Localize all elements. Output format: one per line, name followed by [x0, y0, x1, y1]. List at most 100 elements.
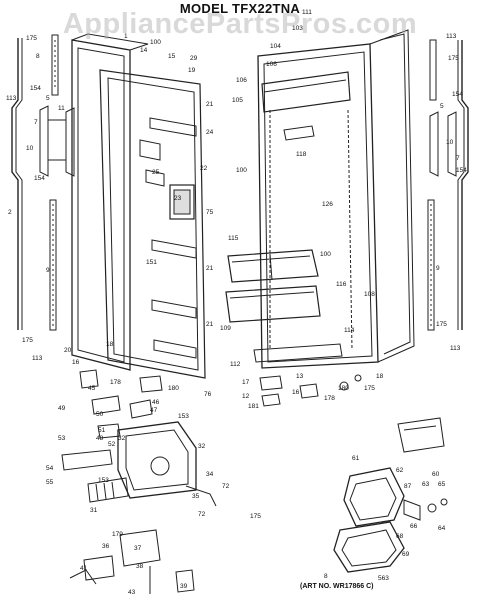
door-top-cover [261, 71, 351, 113]
part-label: 115 [228, 235, 239, 242]
dairy-compartment [283, 125, 315, 141]
part-label: 39 [180, 583, 188, 590]
part-label: 32 [118, 435, 126, 442]
part-label: 72 [198, 511, 206, 518]
part-label: 68 [396, 533, 404, 540]
part-label: 18 [376, 373, 384, 380]
part-label: 11 [58, 105, 65, 112]
part-label: 25 [152, 169, 160, 176]
part-label: 7 [34, 119, 38, 126]
part-label: 29 [190, 55, 198, 62]
part-label: 10 [26, 145, 34, 152]
freezer-door-liner [99, 69, 206, 379]
door-trim-top-left [51, 34, 59, 96]
part-label: 31 [90, 507, 98, 514]
part-label: 19 [188, 67, 196, 74]
part-label: 23 [174, 195, 182, 202]
part-label: 62 [396, 467, 404, 474]
grille [87, 477, 129, 503]
part-label: 21 [206, 321, 214, 328]
part-label: 106 [266, 61, 277, 68]
part-label: 37 [134, 545, 142, 552]
part-label: 48 [96, 435, 104, 442]
part-label: 118 [296, 151, 307, 158]
part-label: 153 [178, 413, 189, 420]
part-label: 46 [152, 399, 160, 406]
diagram-title: MODEL TFX22TNA [179, 1, 301, 16]
part-label: 8 [36, 53, 40, 60]
part-label: 38 [136, 563, 144, 570]
part-label: 32 [198, 443, 206, 450]
part-label: 54 [46, 465, 54, 472]
door-handle-left [39, 105, 49, 177]
drip-tray [61, 449, 113, 471]
part-label: 21 [206, 265, 214, 272]
part-label: 9 [46, 267, 50, 274]
part-label: 9 [436, 265, 440, 272]
part-label: 36 [102, 543, 110, 550]
part-label: 179 [112, 531, 123, 538]
part-label: 114 [344, 327, 355, 334]
door-shelf-2 [151, 239, 197, 259]
part-label: 35 [192, 493, 200, 500]
part-label: 175 [250, 513, 261, 520]
part-label: 113 [6, 95, 17, 102]
part-label: 52 [108, 441, 116, 448]
part-label: 50 [96, 411, 104, 418]
door-trim-top-right [429, 39, 437, 101]
door-trim-strip-right [427, 199, 435, 331]
door-trim-strip-left [49, 199, 57, 331]
part-label: 22 [200, 165, 208, 172]
part-label: 20 [64, 347, 72, 354]
part-label: 154 [34, 175, 45, 182]
part-label: 15 [168, 53, 176, 60]
part-label: 113 [446, 33, 457, 40]
part-label: 61 [352, 455, 360, 462]
part-label: 65 [438, 481, 446, 488]
part-label: 10 [446, 139, 454, 146]
part-label: 100 [320, 251, 331, 258]
part-label: 111 [302, 9, 312, 16]
part-label: 53 [58, 435, 66, 442]
part-label: 154 [456, 167, 467, 174]
part-label: 13 [296, 373, 304, 380]
part-label: 100 [236, 167, 247, 174]
part-label: 49 [58, 405, 66, 412]
part-label: 5 [46, 95, 50, 102]
part-label: 64 [438, 525, 446, 532]
part-label: 175 [448, 55, 459, 62]
part-label: 103 [292, 25, 303, 32]
part-label: 34 [206, 471, 214, 478]
door-bin-upper [227, 249, 319, 283]
part-label: 180 [338, 385, 349, 392]
linkage-bracket [119, 529, 161, 567]
part-label: 175 [26, 35, 37, 42]
part-label: 5 [440, 103, 444, 110]
part-label: 153 [98, 477, 109, 484]
part-label: 151 [146, 259, 157, 266]
part-label: 113 [32, 355, 43, 362]
art-number: (ART NO. WR17866 C) [300, 583, 374, 590]
part-label: 106 [236, 77, 247, 84]
part-label: 55 [46, 479, 54, 486]
door-bin-lower [225, 285, 321, 323]
door-shelf-4 [153, 339, 197, 359]
part-label: 69 [402, 551, 410, 558]
part-label: 104 [270, 43, 281, 50]
motor-base [333, 521, 405, 573]
dispenser-panel [169, 184, 195, 220]
door-shelf-3 [151, 299, 197, 319]
part-label: 154 [30, 85, 41, 92]
door-bottom-bar [253, 343, 343, 363]
freezer-door-outer [71, 39, 131, 371]
part-label: 60 [432, 471, 440, 478]
door-gasket-right-outer [461, 40, 469, 330]
part-label: 116 [336, 281, 347, 288]
part-label: 16 [292, 389, 300, 396]
part-label: 126 [322, 201, 333, 208]
part-label: 113 [450, 345, 461, 352]
auger-motor-housing [343, 467, 405, 527]
part-label: 563 [378, 575, 389, 582]
